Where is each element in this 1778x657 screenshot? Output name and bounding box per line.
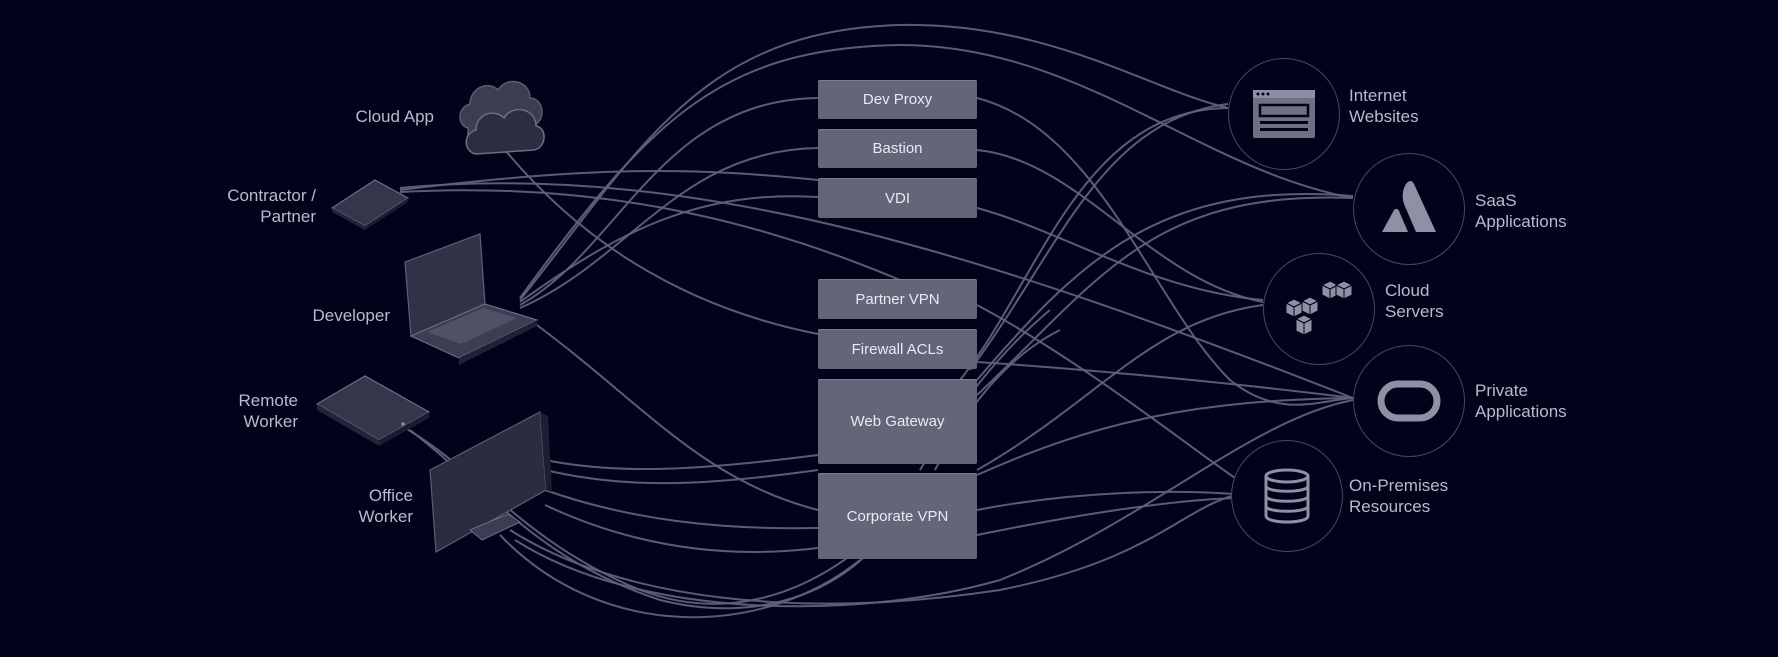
browser-window-icon: [1253, 90, 1315, 138]
tablet-icon: [315, 375, 431, 446]
link-contractor-partnervpn: [399, 189, 901, 281]
link-contractor-private: [399, 182, 1354, 399]
link-corpvpn-private: [976, 397, 1354, 476]
link-vdi-cloudservers: [976, 207, 1264, 301]
tablet-icon: [330, 179, 410, 230]
gateway-firewall-acls[interactable]: Firewall ACLs: [818, 329, 977, 369]
link-office-private: [514, 399, 1354, 608]
link-developer-bastion: [519, 147, 819, 309]
database-icon: [1264, 468, 1310, 524]
destination-saas-applications[interactable]: [1353, 153, 1465, 265]
destination-label-saas: SaaS Applications: [1475, 191, 1567, 231]
gateway-label: Firewall ACLs: [851, 340, 944, 358]
atlassian-logo-icon: [1382, 181, 1436, 232]
link-office-webgw-2: [544, 469, 819, 485]
laptop-icon: [404, 233, 539, 365]
link-webgw-saas: [976, 196, 1354, 396]
destination-label-internet: Internet Websites: [1349, 86, 1419, 126]
gateway-label: VDI: [884, 189, 910, 207]
destination-label-onprem: On-Premises Resources: [1349, 476, 1449, 516]
gateway-corporate-vpn[interactable]: Corporate VPN: [818, 473, 977, 559]
source-label-office-worker: Office Worker: [358, 486, 413, 526]
gateway-label: Partner VPN: [855, 290, 940, 308]
gateway-label: Bastion: [872, 140, 923, 157]
link-developer-vdi: [519, 195, 819, 303]
link-contractor-vdi: [399, 170, 819, 191]
link-office-onprem: [509, 494, 1236, 605]
cubes-icon: [1284, 280, 1354, 336]
gateway-label: Web Gateway: [850, 413, 945, 430]
source-label-cloud-app: Cloud App: [355, 107, 434, 126]
destination-internet-websites[interactable]: [1228, 58, 1340, 170]
source-label-contractor: Contractor / Partner: [227, 186, 316, 226]
destination-on-premises-resources[interactable]: [1231, 440, 1343, 552]
source-label-remote-worker: Remote Worker: [238, 391, 298, 431]
link-office-corpvpn-2: [544, 504, 819, 554]
link-webgw-internet: [959, 107, 1229, 381]
link-bastion-cloudservers: [976, 149, 1264, 303]
link-devproxy-private: [976, 97, 1354, 406]
gateway-vdi[interactable]: VDI: [818, 178, 977, 218]
monitor-icon: [429, 411, 552, 553]
oracle-logo-icon: [1377, 380, 1441, 422]
link-webgw-internet-2: [969, 103, 1229, 371]
link-office-corpvpn: [544, 489, 819, 530]
destination-cloud-servers[interactable]: [1263, 253, 1375, 365]
gateway-dev-proxy[interactable]: Dev Proxy: [818, 80, 977, 119]
gateway-label: Dev Proxy: [862, 91, 933, 108]
link-developer-onprem: [529, 319, 819, 511]
gateway-label: Corporate VPN: [846, 507, 949, 525]
link-developer-devproxy: [519, 97, 819, 306]
link-developer-saas-top: [519, 43, 1354, 299]
destination-label-cloud-servers: Cloud Servers: [1385, 281, 1444, 321]
gateway-web-gateway[interactable]: Web Gateway: [818, 379, 977, 464]
link-corpvpn-cloudservers: [976, 304, 1264, 471]
destination-private-applications[interactable]: [1353, 345, 1465, 457]
link-webgw-saas-2: [976, 192, 1354, 381]
link-corpvpn-onprem-2: [976, 497, 1236, 536]
destination-label-private: Private Applications: [1475, 381, 1567, 421]
link-firewall-private: [976, 361, 1354, 399]
source-label-developer: Developer: [312, 306, 391, 325]
link-office-webgw: [544, 454, 819, 471]
link-partnervpn-onprem: [976, 304, 1236, 479]
link-corpvpn-onprem: [976, 490, 1236, 511]
cloud-icon: [459, 80, 545, 155]
gateway-bastion[interactable]: Bastion: [818, 129, 977, 168]
gateway-partner-vpn[interactable]: Partner VPN: [818, 279, 977, 319]
